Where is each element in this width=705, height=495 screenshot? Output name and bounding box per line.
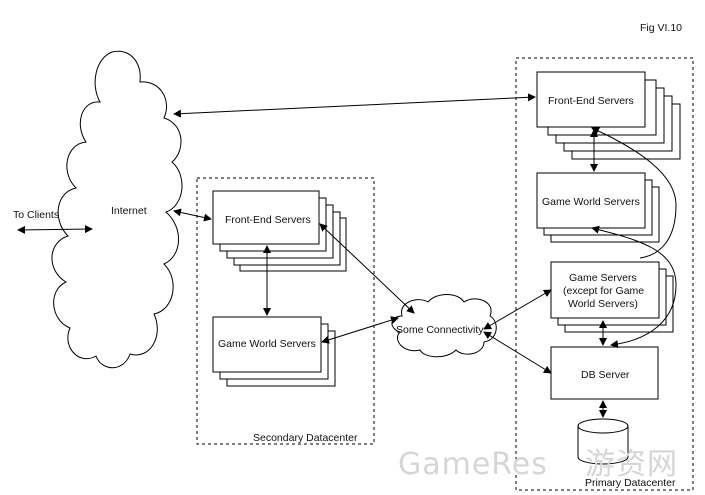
primary-front-end-stack — [536, 71, 681, 160]
secondary-game-world-stack — [212, 316, 336, 387]
pri-fe-gs-curve — [591, 127, 677, 259]
clients-label: To Clients — [13, 209, 59, 221]
connectivity-gs-arrow — [483, 289, 552, 330]
secondary-datacenter-box — [196, 177, 375, 445]
primary-db-server-box — [550, 346, 659, 400]
watermark-text: GameRes — [398, 447, 548, 482]
internet-cloud — [51, 50, 183, 369]
internet-label: Internet — [111, 205, 147, 217]
primary-game-servers-line3: World Servers) — [568, 298, 638, 310]
sec-fe-connectivity-arrow — [319, 223, 415, 314]
clients-arrow — [17, 225, 93, 234]
watermark-text-cjk: 游资网 — [585, 447, 678, 482]
primary-db-server-label: DB Server — [581, 369, 630, 381]
primary-game-world-label: Game World Servers — [542, 196, 640, 208]
primary-front-end-label: Front-End Servers — [548, 95, 634, 107]
secondary-front-end-label: Front-End Servers — [225, 214, 311, 226]
secondary-datacenter-label: Secondary Datacenter — [253, 432, 358, 444]
connectivity-label: Some Connectivity — [396, 324, 484, 336]
secondary-game-world-label: Game World Servers — [218, 338, 316, 350]
primary-game-world-stack — [536, 172, 660, 243]
connectivity-db-arrow — [483, 331, 552, 374]
primary-game-servers-line2: (except for Game — [563, 285, 644, 297]
primary-game-servers-line1: Game Servers — [569, 272, 637, 284]
internet-primary-fe-arrow — [173, 93, 536, 118]
internet-secondary-fe-arrow — [173, 208, 212, 222]
figure-label: Fig VI.10 — [640, 22, 682, 34]
primary-datacenter-box — [515, 57, 694, 491]
primary-datacenter-label: Primary Datacenter — [585, 477, 676, 489]
pri-gw-db-curve — [591, 225, 677, 349]
sec-gw-connectivity-arrow — [321, 316, 399, 344]
secondary-front-end-stack — [212, 190, 347, 272]
database-cylinder-icon — [577, 418, 629, 465]
